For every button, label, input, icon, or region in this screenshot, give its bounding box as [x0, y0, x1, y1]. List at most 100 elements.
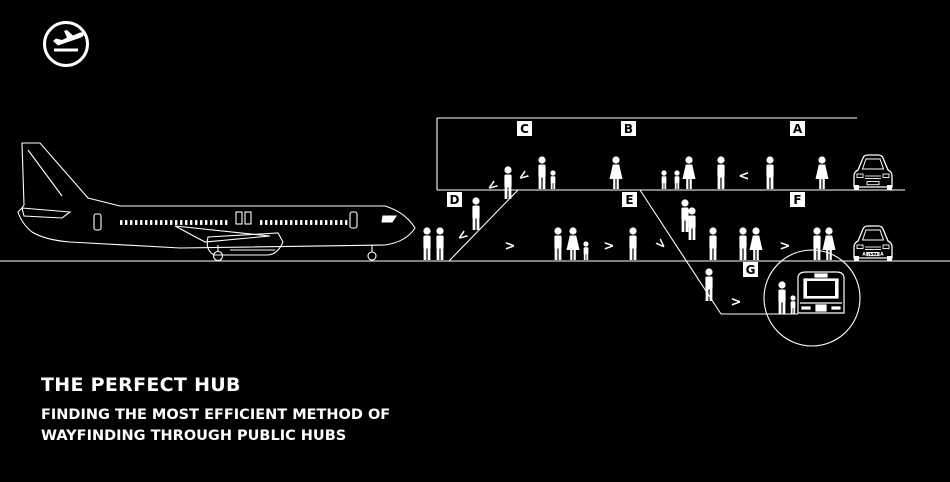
airplane-window [210, 220, 213, 225]
person [423, 227, 431, 260]
person [749, 227, 763, 260]
child [674, 170, 680, 189]
airplane-window [225, 220, 228, 225]
airplane-window [300, 220, 303, 225]
person [739, 227, 747, 260]
airplane-window [290, 220, 293, 225]
page-title: THE PERFECT HUB [41, 374, 241, 396]
airplane-window [200, 220, 203, 225]
airplane-window [165, 220, 168, 225]
car-lower: AMSTRA [853, 225, 893, 262]
child [550, 170, 556, 189]
person [609, 156, 623, 189]
person [504, 166, 512, 199]
metro-train [797, 271, 845, 314]
subtitle-line-2: WAYFINDING THROUGH PUBLIC HUBS [41, 428, 347, 444]
airplane-window [285, 220, 288, 225]
svg-text:D: D [450, 193, 460, 207]
svg-text:G: G [746, 263, 756, 277]
arrow-left: < [739, 169, 750, 184]
airplane-window [295, 220, 298, 225]
airplane-window [130, 220, 133, 225]
airplane-window [315, 220, 318, 225]
svg-text:C: C [520, 122, 529, 136]
page-subtitle: FINDING THE MOST EFFICIENT METHOD OF WAY… [41, 405, 390, 447]
airplane-window [270, 220, 273, 225]
zone-label-c: C [517, 121, 532, 136]
svg-text:A: A [793, 122, 803, 136]
airplane-window [145, 220, 148, 225]
child [661, 170, 667, 189]
svg-text:F: F [793, 193, 801, 207]
airplane-window [320, 220, 323, 225]
person [813, 227, 821, 260]
airplane-window [275, 220, 278, 225]
airplane-window [195, 220, 198, 225]
airplane-window [140, 220, 143, 225]
airplane [17, 142, 416, 262]
airplane-window [150, 220, 153, 225]
airplane-window [125, 220, 128, 225]
person [717, 156, 725, 189]
person [538, 156, 546, 189]
airplane-window [305, 220, 308, 225]
airplane-window [280, 220, 283, 225]
airplane-window [310, 220, 313, 225]
airplane-window [185, 220, 188, 225]
airplane-window [330, 220, 333, 225]
person [629, 227, 637, 260]
subtitle-line-1: FINDING THE MOST EFFICIENT METHOD OF [41, 407, 391, 423]
airplane-window [220, 220, 223, 225]
airplane-window [325, 220, 328, 225]
person [682, 156, 696, 189]
child [790, 295, 796, 314]
arrow-left: < [454, 227, 472, 246]
svg-text:AMSTRA: AMSTRA [862, 251, 884, 257]
zone-label-g: G [743, 262, 758, 277]
zone-labels: C B A D E F G [447, 121, 805, 277]
child [583, 241, 589, 260]
svg-text:B: B [624, 122, 633, 136]
building-section [0, 117, 950, 347]
person [778, 281, 786, 314]
airplane-window [265, 220, 268, 225]
arrow-left: < [484, 177, 502, 196]
person [566, 227, 580, 260]
plane-departure-icon [43, 21, 89, 67]
zone-label-b: B [621, 121, 636, 136]
airplane-window [345, 220, 348, 225]
airplane-window [190, 220, 193, 225]
airplane-window [155, 220, 158, 225]
person [709, 227, 717, 260]
person [472, 197, 480, 230]
person [815, 156, 829, 189]
person [554, 227, 562, 260]
airplane-window [170, 220, 173, 225]
airplane-window [260, 220, 263, 225]
svg-text:E: E [625, 193, 633, 207]
airplane-window [340, 220, 343, 225]
airplane-window [205, 220, 208, 225]
arrow-right: > [731, 295, 742, 310]
car-upper [853, 154, 893, 191]
arrow-left: < [515, 167, 533, 186]
arrow-right: > [604, 239, 615, 254]
airplane-window [175, 220, 178, 225]
arrow-right: > [505, 239, 516, 254]
zone-label-e: E [622, 192, 637, 207]
zone-label-d: D [447, 192, 462, 207]
person [436, 227, 444, 260]
person [688, 207, 696, 240]
arrow-right: > [780, 239, 791, 254]
person [766, 156, 774, 189]
airplane-window [215, 220, 218, 225]
airplane-window [120, 220, 123, 225]
travelers [423, 156, 836, 314]
person [681, 199, 689, 232]
airplane-window [135, 220, 138, 225]
zone-label-f: F [790, 192, 805, 207]
airplane-window [180, 220, 183, 225]
arrow-right: > [651, 235, 669, 253]
airplane-window [335, 220, 338, 225]
